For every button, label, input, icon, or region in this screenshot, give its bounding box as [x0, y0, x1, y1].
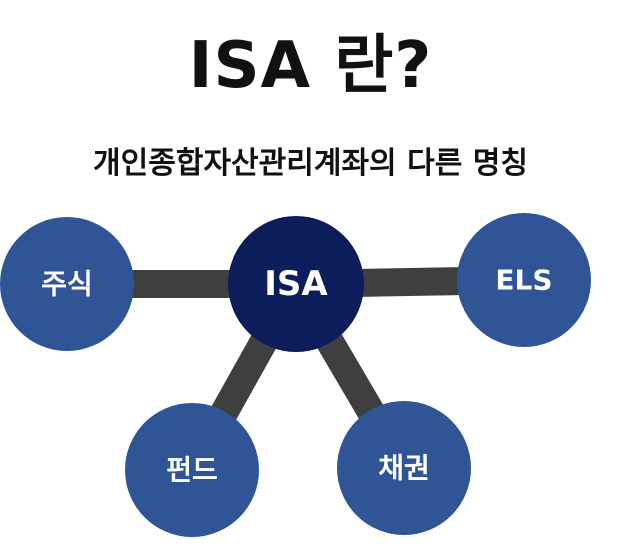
- node-bond-label: 채권: [378, 452, 430, 485]
- node-hub-label: ISA: [264, 264, 328, 304]
- node-els: ELS: [457, 213, 591, 347]
- page-title: ISA 란?: [188, 29, 433, 103]
- node-els-label: ELS: [495, 264, 552, 297]
- node-stock: 주식: [0, 217, 134, 351]
- node-bond: 채권: [337, 401, 471, 535]
- node-fund-label: 펀드: [166, 454, 218, 487]
- node-stock-label: 주식: [41, 268, 93, 301]
- node-hub-isa: ISA: [228, 216, 364, 352]
- node-fund: 펀드: [125, 403, 259, 537]
- page-subtitle: 개인종합자산관리계좌의 다른 명칭: [93, 146, 528, 181]
